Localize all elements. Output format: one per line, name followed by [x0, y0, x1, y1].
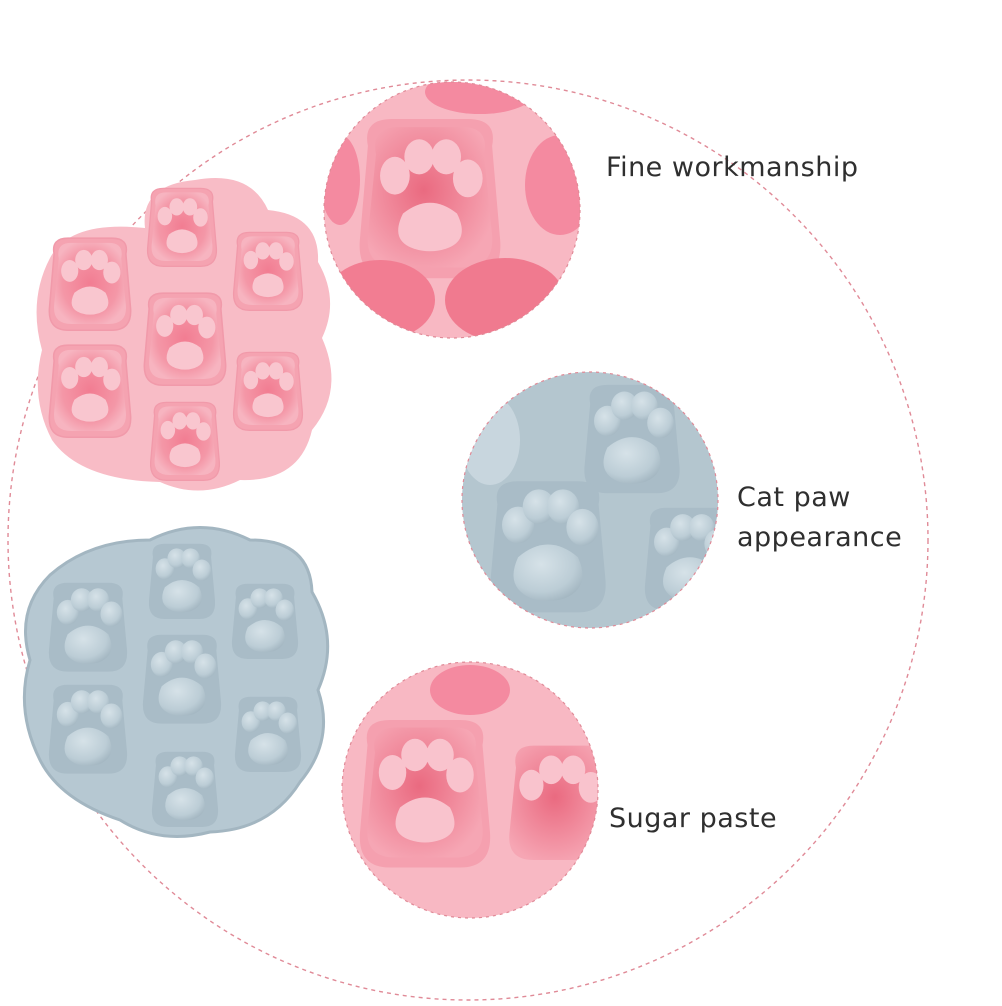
closeup-fine-workmanship: [323, 81, 581, 339]
closeup-cat-paw-appearance: [461, 371, 719, 629]
feature-label-cat-paw-appearance: Cat paw appearance: [737, 482, 903, 553]
pink-mold: [36, 178, 332, 491]
dashed-guide-circle: [7, 79, 929, 1001]
blue-mold: [22, 526, 330, 838]
feature-label-fine-workmanship: Fine workmanship: [606, 152, 859, 183]
closeup-sugar-paste: [341, 661, 599, 919]
feature-label-sugar-paste: Sugar paste: [609, 803, 778, 834]
